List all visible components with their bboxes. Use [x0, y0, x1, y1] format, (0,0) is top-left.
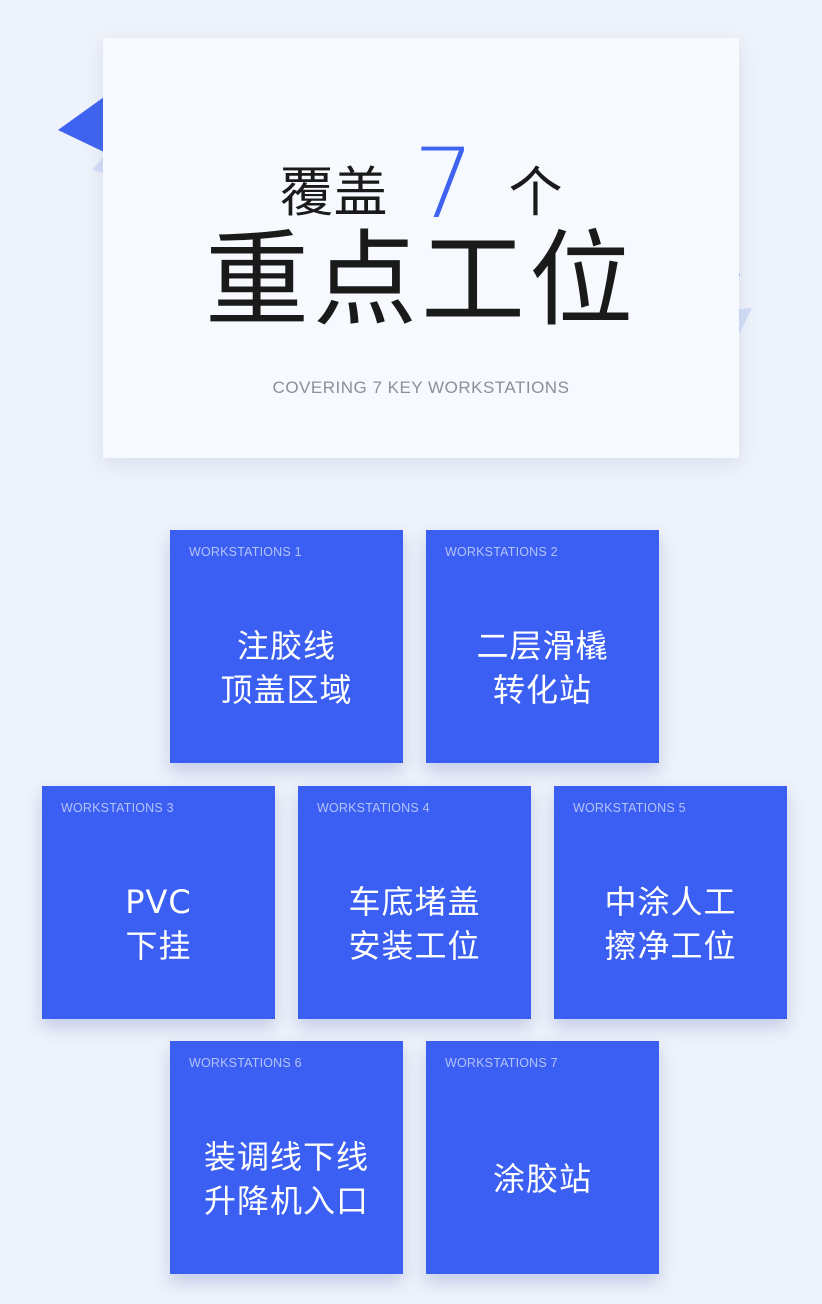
workstation-tile-7: WORKSTATIONS 7 涂胶站: [426, 1041, 659, 1274]
workstation-tile-6: WORKSTATIONS 6 装调线下线 升降机入口: [170, 1041, 403, 1274]
workstation-label: WORKSTATIONS 2: [445, 545, 558, 559]
workstation-name-line: 车底堵盖: [348, 882, 481, 921]
workstation-name-line: 转化站: [492, 670, 592, 709]
workstation-name-line: 涂胶站: [492, 1159, 592, 1198]
unit-word: 个: [508, 161, 563, 224]
cover-word: 覆盖: [279, 161, 388, 224]
workstation-name: 中涂人工 擦净工位: [554, 828, 787, 1019]
workstation-label: WORKSTATIONS 4: [317, 801, 430, 815]
hero-title: 重点工位: [204, 219, 637, 341]
workstation-label: WORKSTATIONS 1: [189, 545, 302, 559]
workstation-name-line: 升降机入口: [203, 1181, 369, 1220]
workstation-name: 装调线下线 升降机入口: [170, 1083, 403, 1274]
workstation-label: WORKSTATIONS 5: [573, 801, 686, 815]
workstation-label: WORKSTATIONS 7: [445, 1056, 558, 1070]
workstation-tile-1: WORKSTATIONS 1 注胶线 顶盖区域: [170, 530, 403, 763]
workstation-tile-4: WORKSTATIONS 4 车底堵盖 安装工位: [298, 786, 531, 1019]
workstation-name: PVC 下挂: [42, 828, 275, 1019]
workstation-tile-2: WORKSTATIONS 2 二层滑橇 转化站: [426, 530, 659, 763]
workstation-tile-3: WORKSTATIONS 3 PVC 下挂: [42, 786, 275, 1019]
workstation-name: 涂胶站: [426, 1083, 659, 1274]
workstation-label: WORKSTATIONS 6: [189, 1056, 302, 1070]
workstation-name: 注胶线 顶盖区域: [170, 572, 403, 763]
hero-subtitle: COVERING 7 KEY WORKSTATIONS: [272, 378, 570, 397]
workstation-name-line: 注胶线: [236, 626, 336, 665]
workstation-name-line: PVC: [125, 882, 192, 921]
workstation-name-line: 安装工位: [348, 926, 481, 965]
workstation-label: WORKSTATIONS 3: [61, 801, 174, 815]
workstation-count: 7: [413, 128, 475, 240]
workstation-name-line: 擦净工位: [604, 926, 737, 965]
workstation-name-line: 下挂: [125, 926, 192, 965]
workstation-tile-5: WORKSTATIONS 5 中涂人工 擦净工位: [554, 786, 787, 1019]
workstation-name-line: 中涂人工: [604, 882, 737, 921]
workstation-name: 车底堵盖 安装工位: [298, 828, 531, 1019]
workstation-name: 二层滑橇 转化站: [426, 572, 659, 763]
workstation-name-line: 二层滑橇: [476, 626, 609, 665]
workstation-name-line: 顶盖区域: [220, 670, 353, 709]
workstation-name-line: 装调线下线: [203, 1137, 369, 1176]
